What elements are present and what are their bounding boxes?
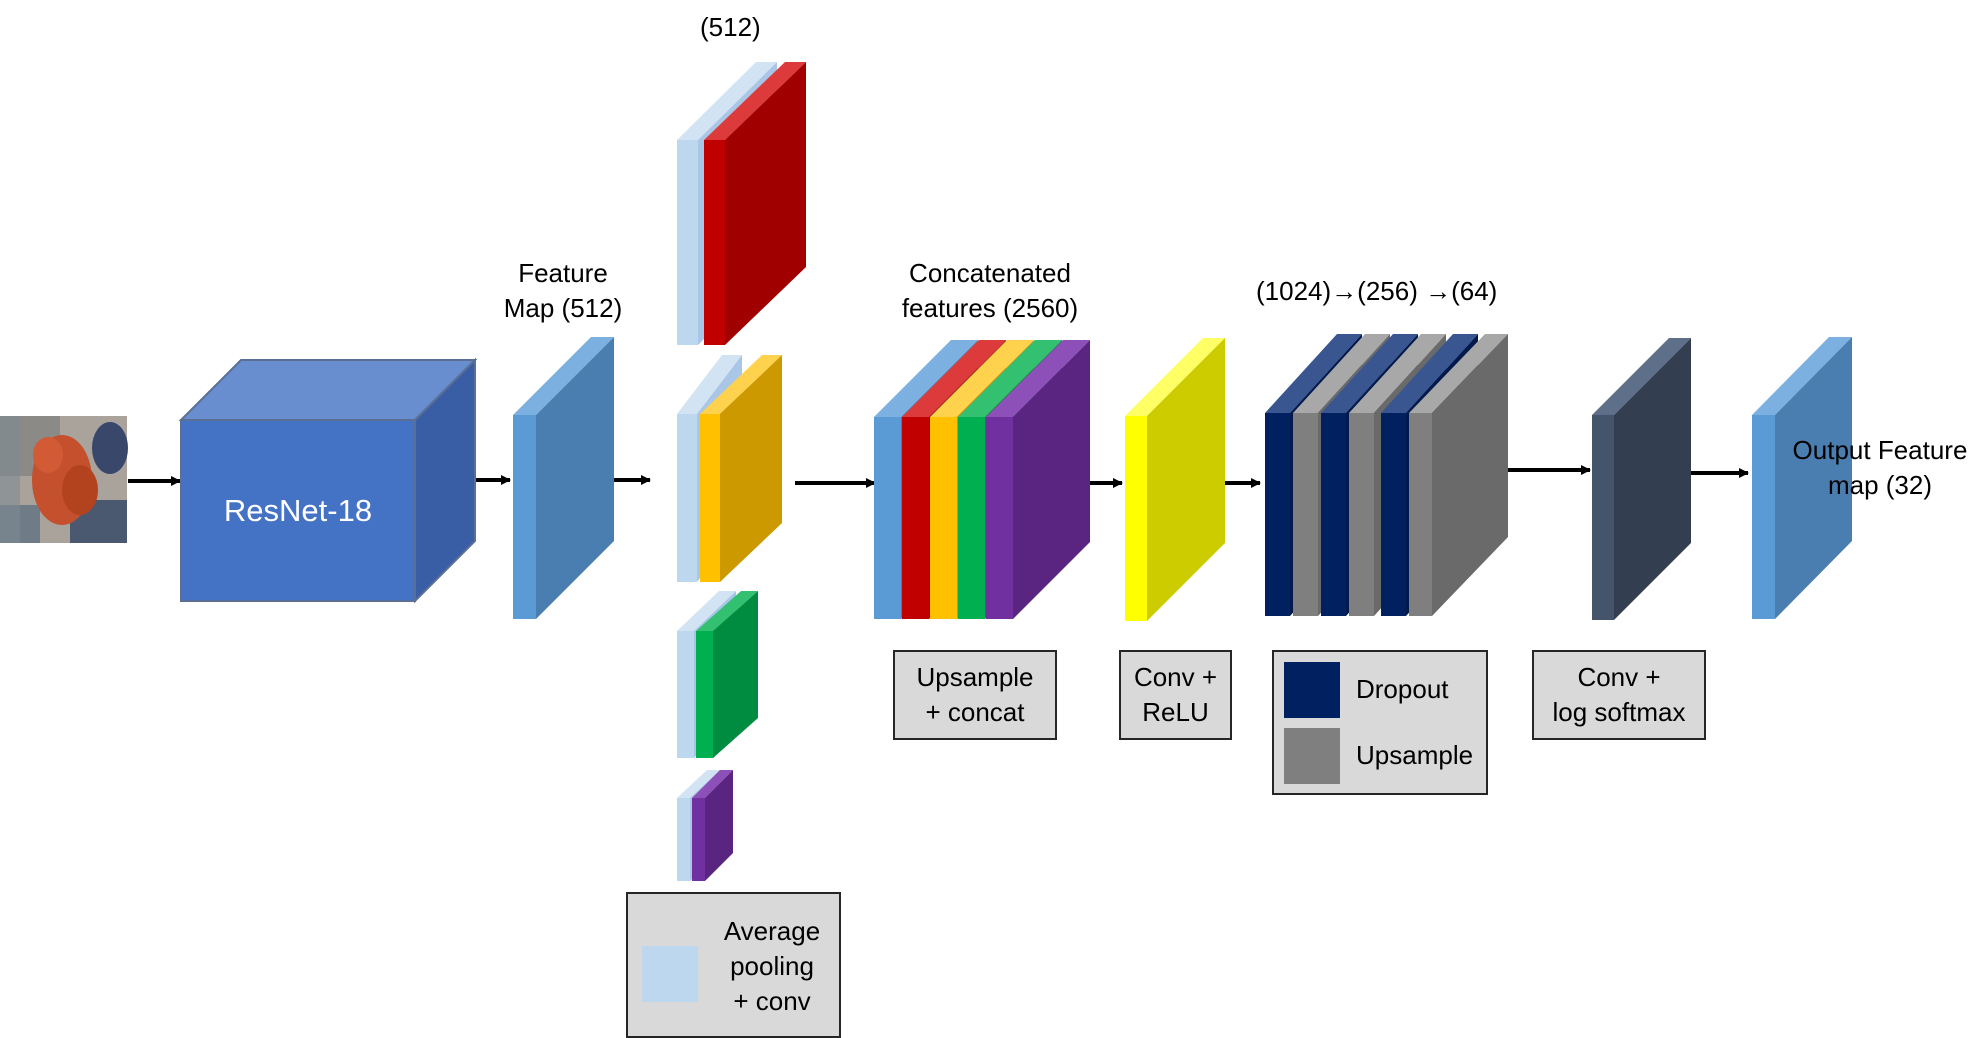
decoder-dims-label: (1024)→(256) →(64) — [1256, 276, 1498, 306]
legend-conv-relu-line2: ReLU — [1142, 697, 1209, 727]
legend-conv-log-softmax-line1: Conv + — [1577, 662, 1661, 692]
output-label: Output Feature map (32) — [1780, 433, 1980, 503]
legend-upsample-concat-line1: Upsample — [916, 662, 1034, 692]
pool-branch-2 — [677, 355, 782, 582]
legend-avg-pool: Average pooling + conv — [626, 892, 841, 1038]
legend-avg-pool-line2: pooling — [730, 951, 814, 981]
concat-label: Concatenated features (2560) — [885, 256, 1095, 326]
legend-conv-log-softmax-line2: log softmax — [1552, 697, 1686, 727]
feature-map-label-line2: Map (512) — [503, 293, 623, 323]
feature-map-label-line1: Feature — [518, 258, 608, 288]
concat-label-line2: features (2560) — [901, 293, 1079, 323]
output-feature-map-slab — [1752, 337, 1852, 619]
pool-dims-label: (512) — [700, 12, 761, 42]
pool-branch-1 — [677, 62, 806, 345]
pool-branch-4 — [677, 770, 733, 881]
conv-relu-slab — [1125, 338, 1225, 621]
input-photo-icon — [0, 416, 128, 543]
output-label-line1: Output Feature — [1792, 435, 1968, 465]
feature-map-label: Feature Map (512) — [488, 256, 638, 326]
concat-label-line1: Concatenated — [909, 258, 1071, 288]
conv-logsoftmax-slab — [1592, 338, 1691, 620]
resnet18-label: ResNet-18 — [223, 493, 373, 528]
avg-pool-swatch — [642, 946, 698, 1002]
legend-decoder: Dropout Upsample — [1272, 650, 1488, 795]
decoder-stack — [1265, 334, 1508, 616]
legend-dropout-label: Dropout — [1356, 674, 1449, 704]
legend-avg-pool-line3: + conv — [733, 986, 811, 1016]
output-label-line2: map (32) — [1827, 470, 1933, 500]
upsample-swatch — [1284, 728, 1340, 784]
resnet18-block — [178, 357, 478, 604]
legend-upsample-label: Upsample — [1356, 740, 1474, 770]
feature-map-slab — [513, 337, 614, 619]
legend-upsample-concat-line2: + concat — [925, 697, 1025, 727]
dropout-swatch — [1284, 662, 1340, 718]
legend-conv-log-softmax: Conv + log softmax — [1532, 650, 1706, 740]
concat-stack — [874, 340, 1090, 619]
pool-branch-3 — [677, 591, 758, 758]
legend-conv-relu: Conv + ReLU — [1119, 650, 1232, 740]
legend-conv-relu-line1: Conv + — [1133, 662, 1218, 692]
legend-upsample-concat: Upsample + concat — [893, 650, 1057, 740]
legend-avg-pool-line1: Average — [723, 916, 821, 946]
